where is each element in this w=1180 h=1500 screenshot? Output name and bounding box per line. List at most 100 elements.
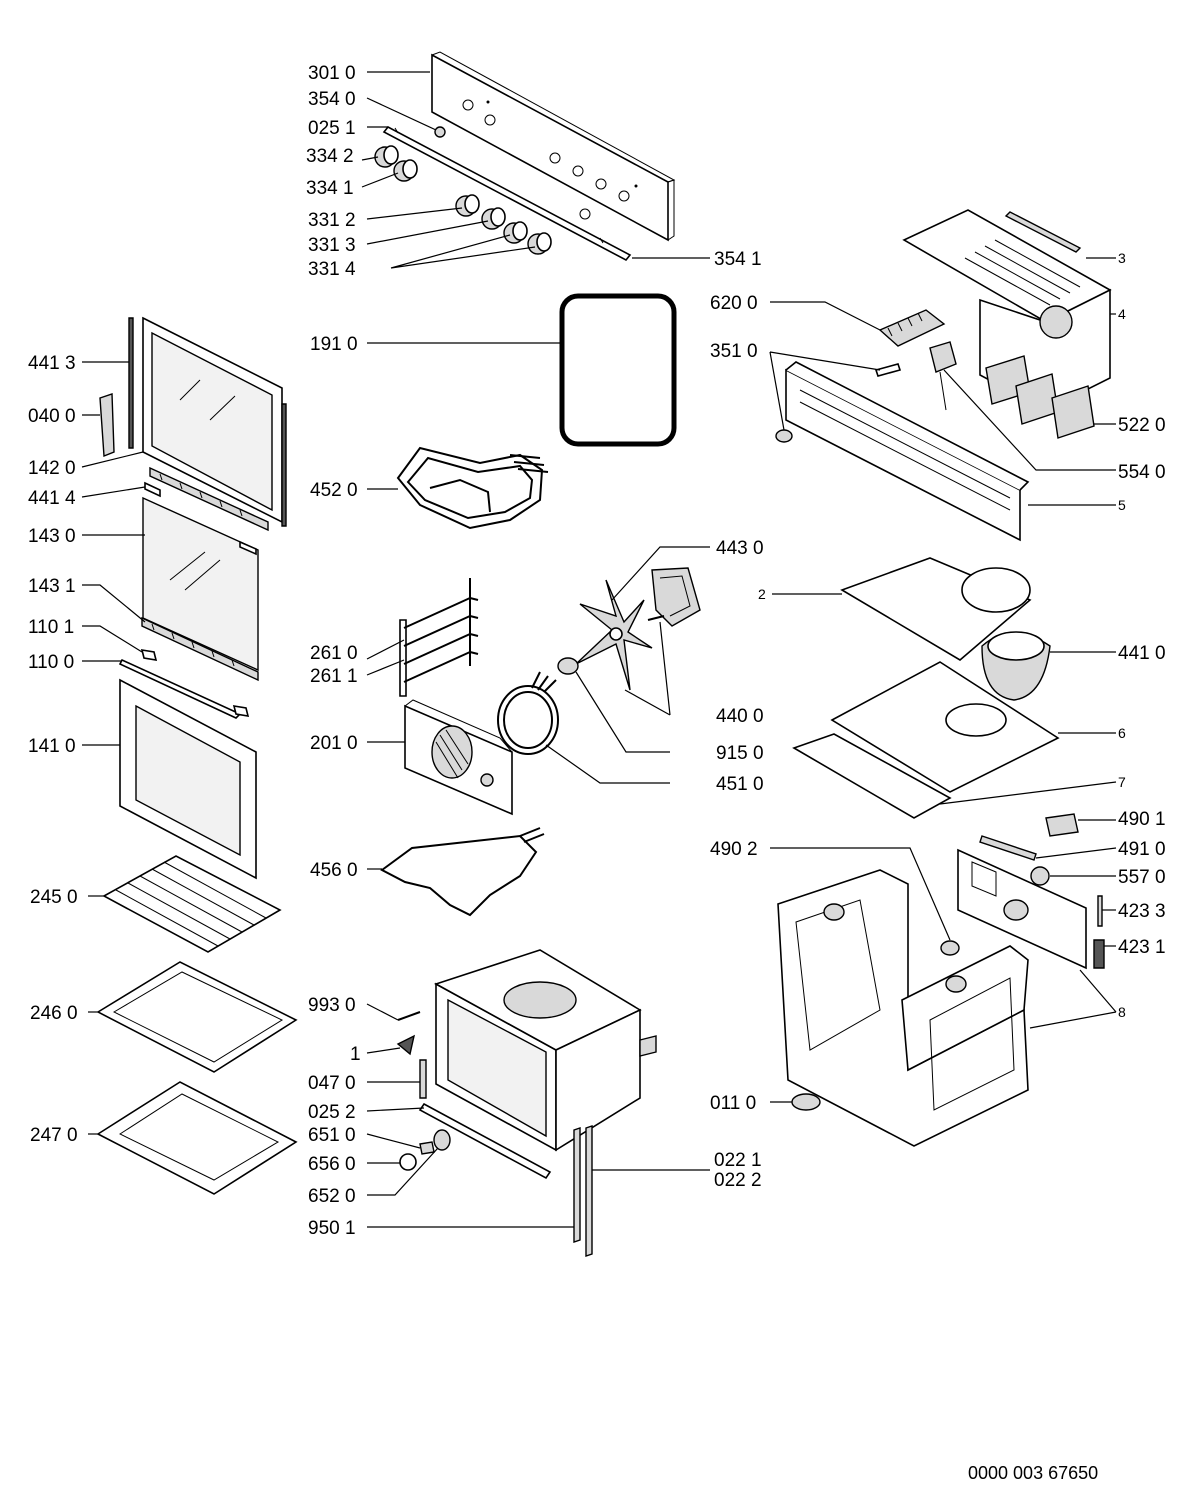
label-245-0: 245 0: [30, 887, 78, 908]
document-number: 0000 003 67650: [968, 1463, 1099, 1483]
label-331-2: 331 2: [308, 210, 356, 231]
lamp-socket: [419, 1141, 435, 1155]
label-351-0: 351 0: [710, 341, 758, 362]
electronics-group: 3 4 620 0 351 0 554 0 522 0 5: [710, 209, 1166, 542]
label-040-0: 040 0: [28, 406, 76, 427]
label-490-2: 490 2: [710, 839, 758, 860]
label-656-0: 656 0: [308, 1154, 356, 1175]
label-456-0: 456 0: [310, 860, 358, 881]
label-331-4: 331 4: [308, 259, 356, 280]
fixing-clip: [396, 1034, 416, 1056]
inner-door-glass: [142, 496, 259, 672]
label-7: 7: [1118, 774, 1126, 790]
lamp-bulb: [399, 1153, 417, 1171]
label-5: 5: [1118, 497, 1126, 513]
housing-group: 490 2 8 490 1 491 0 557 0 423 3 423 1 01…: [710, 809, 1166, 1147]
label-247-0: 247 0: [30, 1125, 78, 1146]
panel-support-bar: [382, 125, 632, 262]
label-452-0: 452 0: [310, 480, 358, 501]
label-143-0: 143 0: [28, 526, 76, 547]
label-423-3: 423 3: [1118, 901, 1166, 922]
label-261-0: 261 0: [310, 643, 358, 664]
selector-switch: [1030, 866, 1050, 886]
label-557-0: 557 0: [1118, 867, 1166, 888]
label-993-0: 993 0: [308, 995, 356, 1016]
glass-retainer-trim: [141, 616, 259, 682]
door-parts-group: 441 3 040 0 142 0 441 4 143 0 143 1 110 …: [28, 316, 287, 880]
door-bracket: [140, 649, 158, 661]
label-334-1: 334 1: [306, 178, 354, 199]
deflector-plate: [792, 733, 952, 819]
fan-nut: [557, 657, 579, 675]
fan-motor: [647, 567, 701, 627]
terminal-block: [878, 309, 946, 347]
label-191-0: 191 0: [310, 334, 358, 355]
control-panel-group: 301 0 354 0 025 1 334 2 334 1 331 2 331 …: [306, 51, 762, 280]
deep-roasting-pan: [96, 1081, 298, 1195]
sensor-probe: [1097, 895, 1103, 927]
door-spacer: [144, 481, 161, 498]
label-554-0: 554 0: [1118, 462, 1166, 483]
label-8: 8: [1118, 1004, 1126, 1020]
label-022-1: 022 1: [714, 1150, 762, 1171]
label-440-0: 440 0: [716, 706, 764, 727]
thermostat: [929, 341, 957, 373]
label-110-0: 110 0: [28, 652, 74, 673]
fan-cover-plate: [404, 699, 513, 816]
door-handle-bar: [118, 658, 242, 719]
label-025-1: 025 1: [308, 118, 356, 139]
label-261-1: 261 1: [310, 666, 358, 687]
grill-heating-element: [396, 446, 549, 530]
label-620-0: 620 0: [710, 293, 758, 314]
label-354-1: 354 1: [714, 249, 762, 270]
label-915-0: 915 0: [716, 743, 764, 764]
label-011-0: 011 0: [710, 1093, 756, 1114]
label-201-0: 201 0: [310, 733, 358, 754]
label-6: 6: [1118, 725, 1126, 741]
label-423-1: 423 1: [1118, 937, 1166, 958]
label-246-0: 246 0: [30, 1003, 78, 1024]
label-142-0: 142 0: [28, 458, 76, 479]
label-522-0: 522 0: [1118, 415, 1166, 436]
control-knob: [481, 207, 506, 230]
adjustable-foot: [791, 1093, 821, 1111]
label-490-1: 490 1: [1118, 809, 1166, 830]
cavity-group: 993 0 1 047 0 025 2 651 0 656 0 652 0 95…: [308, 949, 762, 1257]
timer-knob: [393, 159, 418, 182]
door-gasket: [559, 293, 677, 447]
label-331-3: 331 3: [308, 235, 356, 256]
fan-blade: [575, 579, 653, 691]
lamp-cover-strip: [419, 1059, 427, 1099]
label-110-1: 110 1: [28, 617, 74, 638]
label-443-0: 443 0: [716, 538, 764, 559]
label-334-2: 334 2: [306, 146, 354, 167]
side-rail: [573, 1127, 581, 1243]
label-354-0: 354 0: [308, 89, 356, 110]
label-1: 1: [350, 1044, 361, 1065]
label-025-2: 025 2: [308, 1102, 356, 1123]
safety-thermostat: [1093, 939, 1105, 969]
label-022-2: 022 2: [714, 1170, 762, 1191]
shelf-support-rails: [399, 578, 479, 697]
insulation-top: [830, 661, 1060, 793]
label-3: 3: [1118, 250, 1126, 266]
control-knob: [455, 194, 480, 217]
accessories-group: 245 0 246 0 247 0: [30, 855, 298, 1195]
label-143-1: 143 1: [28, 576, 76, 597]
lamp-glass: [433, 1129, 451, 1151]
control-knob: [527, 232, 552, 255]
label-4: 4: [1118, 306, 1126, 322]
label-141-0: 141 0: [28, 736, 76, 757]
label-441-0: 441 0: [1118, 643, 1166, 664]
label-451-0: 451 0: [716, 774, 764, 795]
label-652-0: 652 0: [308, 1186, 356, 1207]
label-441-3: 441 3: [28, 353, 76, 374]
switch-unit: [1045, 813, 1079, 837]
door-side-profile: [128, 317, 134, 449]
label-2: 2: [758, 586, 766, 602]
label-950-1: 950 1: [308, 1218, 356, 1239]
lower-heating-element: [380, 827, 545, 917]
door-hinge: [99, 393, 115, 458]
knob-cap: [434, 126, 446, 138]
